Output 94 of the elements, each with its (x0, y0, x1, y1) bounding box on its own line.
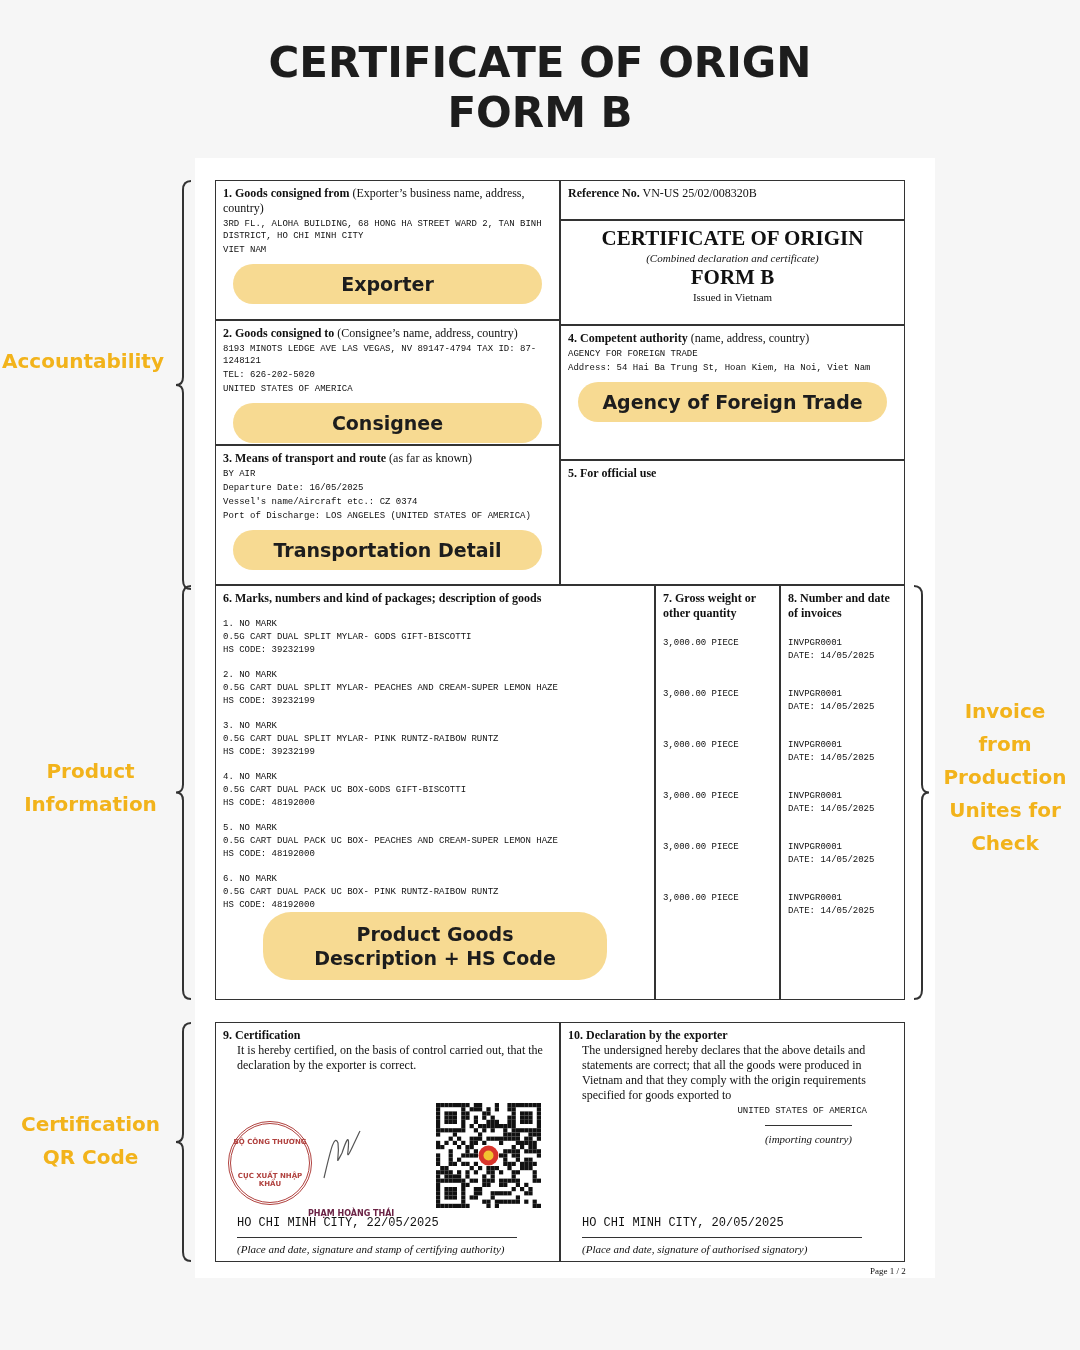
field-value: 3,000.00 PIECE (663, 892, 740, 905)
field-value: DATE: 14/05/2025 (788, 854, 876, 867)
field-value: 1. NO MARK (223, 618, 278, 631)
field-heading: Reference No. VN-US 25/02/008320B (568, 186, 758, 201)
field-value: HS CODE: 39232199 (223, 644, 316, 657)
form-cell (560, 1022, 905, 1262)
form-cell (215, 585, 655, 1000)
field-heading: 2. Goods consigned to (Consignee’s name, address, country) (223, 326, 519, 341)
field-heading: 10. Declaration by the exporter (568, 1028, 729, 1043)
form-cell (215, 445, 560, 585)
section-label: Product Information (23, 758, 158, 818)
caption-note: (importing country) (764, 1125, 852, 1146)
form-cell (215, 320, 560, 445)
field-value: Vessel's name/Aircraft etc.: CZ 0374 (223, 496, 419, 508)
page-title: CERTIFICATE OF ORIGN FORM B (267, 38, 813, 138)
field-heading: 1. Goods consigned from (Exporter’s business name, address, country) (223, 186, 526, 216)
field-value: HS CODE: 39232199 (223, 746, 316, 759)
form-cell (560, 325, 905, 460)
field-value: 3,000.00 PIECE (663, 688, 740, 701)
highlight-label: Product Goods Description + HS Code (263, 912, 607, 980)
field-value: 3,000.00 PIECE (663, 739, 740, 752)
field-value: 0.5G CART DUAL SPLIT MYLAR- PINK RUNTZ-RAIBOW RUNTZ (223, 733, 500, 746)
field-value: VIET NAM (223, 244, 268, 256)
field-heading: 7. Gross weight or other quantity (663, 591, 757, 622)
signer-name: PHẠM HOÀNG THÁI (308, 1209, 395, 1218)
field-value: 3,000.00 PIECE (663, 790, 740, 803)
field-value: Departure Date: 16/05/2025 (223, 482, 365, 494)
field-heading: 3. Means of transport and route (as far as known) (223, 451, 474, 466)
field-value: AGENCY FOR FOREIGN TRADE (568, 348, 699, 360)
paragraph: The undersigned hereby declares that the above details and statements are correct; that all the goods were produced in Vietnam and that they comply with the origin requirements specified for goods exported to (581, 1043, 867, 1103)
field-value: 3. NO MARK (223, 720, 278, 733)
field-value: HS CODE: 48192000 (223, 899, 316, 912)
field-value: DATE: 14/05/2025 (788, 701, 876, 714)
field-heading: 6. Marks, numbers and kind of packages; description of goods (223, 591, 543, 606)
form-cell (215, 180, 560, 320)
field-value: HS CODE: 48192000 (223, 848, 316, 861)
field-value: 0.5G CART DUAL PACK UC BOX- PINK RUNTZ-RAIBOW RUNTZ (223, 886, 500, 899)
field-value: 0.5G CART DUAL PACK UC BOX-GODS GIFT-BISCOTTI (223, 784, 468, 797)
field-value: 4. NO MARK (223, 771, 278, 784)
field-heading: 5. For official use (568, 466, 658, 481)
form-title: FORM B (689, 265, 776, 290)
field-value: 3,000.00 PIECE (663, 841, 740, 854)
place-date: HO CHI MINH CITY, 22/05/2025 (236, 1216, 440, 1231)
field-value: TEL: 626-202-5020 (223, 369, 316, 381)
form-cell (560, 460, 905, 585)
issue-note: Issued in Vietnam (691, 290, 774, 304)
field-value: UNITED STATES OF AMERICA (223, 383, 354, 395)
field-value: HS CODE: 39232199 (223, 695, 316, 708)
section-label: Invoice from Production Unites for Check (942, 698, 1068, 857)
field-value: 6. NO MARK (223, 873, 278, 886)
field-heading: 4. Competent authority (name, address, country) (568, 331, 811, 346)
form-subtitle: (Combined declaration and certificate) (645, 251, 820, 265)
caption-note: (Place and date, signature of authorised signatory) (581, 1242, 809, 1256)
field-value: INVPGR0001 (788, 637, 843, 650)
form-cell (560, 220, 905, 325)
field-value: 8193 MINOTS LEDGE AVE LAS VEGAS, NV 89147-4794 TAX ID: 87-1248121 (223, 343, 538, 367)
highlight-label: Exporter (233, 264, 542, 304)
section-label: Accountability (2, 348, 162, 375)
paragraph: It is hereby certified, on the basis of control carried out, that the declaration by the exporter is correct. (236, 1043, 544, 1073)
form-cell (655, 585, 780, 1000)
field-heading: 8. Number and date of invoices (788, 591, 891, 622)
field-value: 0.5G CART DUAL SPLIT MYLAR- GODS GIFT-BISCOTTI (223, 631, 473, 644)
field-value: DATE: 14/05/2025 (788, 752, 876, 765)
form-cell (560, 180, 905, 220)
field-value: DATE: 14/05/2025 (788, 803, 876, 816)
form-cell (780, 585, 905, 1000)
highlight-label: Agency of Foreign Trade (578, 382, 887, 422)
field-value: 5. NO MARK (223, 822, 278, 835)
field-value: DATE: 14/05/2025 (788, 650, 876, 663)
page-number: Page 1 / 2 (870, 1266, 907, 1276)
field-value: BY AIR (223, 468, 257, 480)
field-value: 0.5G CART DUAL SPLIT MYLAR- PEACHES AND CREAM-SUPER LEMON HAZE (223, 682, 559, 695)
form-cell (215, 1022, 560, 1262)
field-value: 3RD FL., ALOHA BUILDING, 68 HONG HA STREET WARD 2, TAN BINH DISTRICT, HO CHI MINH CITY (223, 218, 543, 242)
field-value: INVPGR0001 (788, 841, 843, 854)
highlight-label: Transportation Detail (233, 530, 542, 570)
field-value: 3,000.00 PIECE (663, 637, 740, 650)
caption-note: (Place and date, signature and stamp of certifying authority) (236, 1242, 506, 1256)
field-value: Address: 54 Hai Ba Trung St, Hoan Kiem, Ha Noi, Viet Nam (568, 362, 872, 374)
field-value: 2. NO MARK (223, 669, 278, 682)
field-value: INVPGR0001 (788, 739, 843, 752)
field-value: HS CODE: 48192000 (223, 797, 316, 810)
place-date: HO CHI MINH CITY, 20/05/2025 (581, 1216, 785, 1231)
field-value: Port of Discharge: LOS ANGELES (UNITED STATES OF AMERICA) (223, 510, 532, 522)
section-label: Certification QR Code (19, 1111, 162, 1171)
form-title: CERTIFICATE OF ORIGIN (600, 226, 865, 251)
field-value: UNITED STATES OF AMERICA (737, 1105, 867, 1117)
field-value: INVPGR0001 (788, 688, 843, 701)
field-value: INVPGR0001 (788, 892, 843, 905)
field-value: INVPGR0001 (788, 790, 843, 803)
field-heading: 9. Certification (223, 1028, 302, 1043)
highlight-label: Consignee (233, 403, 542, 443)
field-value: DATE: 14/05/2025 (788, 905, 876, 918)
field-value: 0.5G CART DUAL PACK UC BOX- PEACHES AND CREAM-SUPER LEMON HAZE (223, 835, 559, 848)
